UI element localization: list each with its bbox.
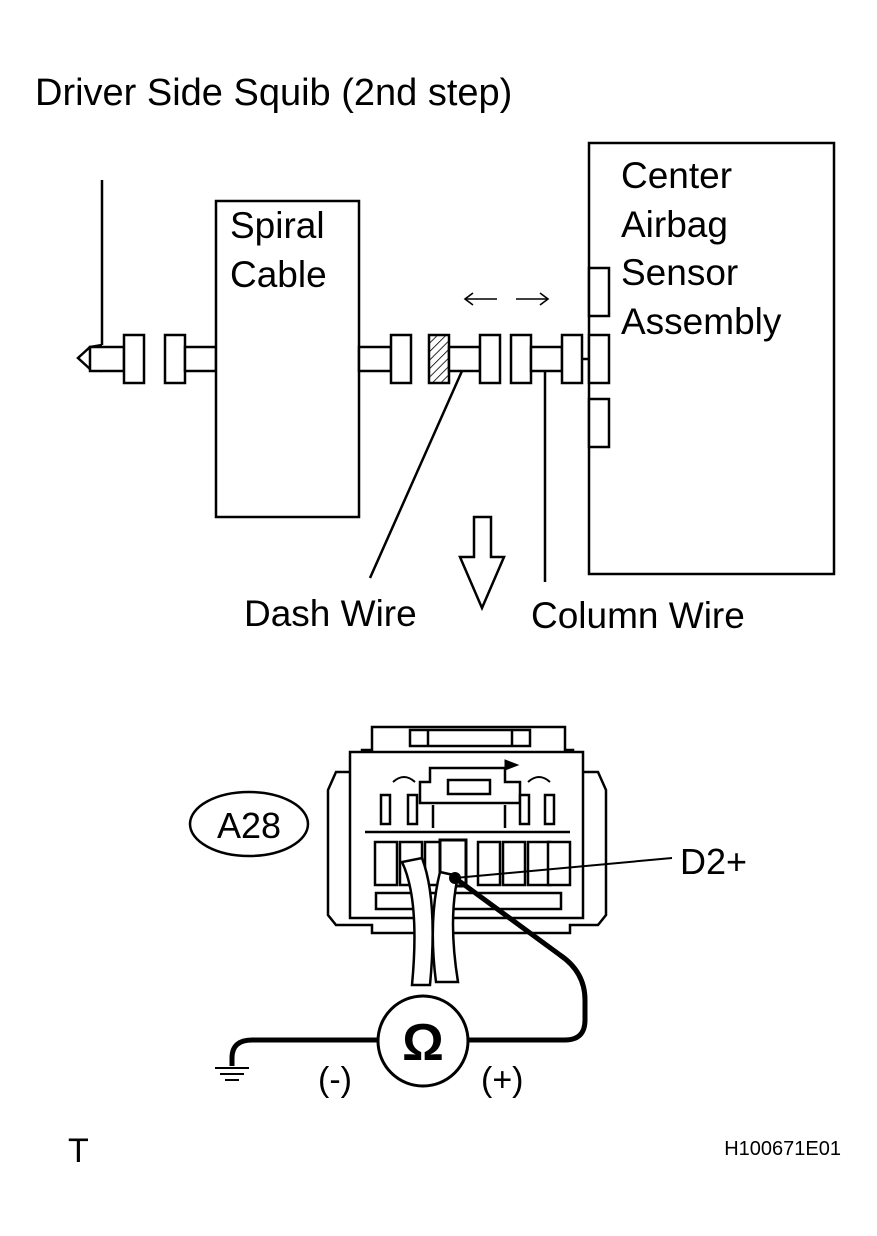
connector-lower-bar xyxy=(374,891,563,911)
spiral-cable-box xyxy=(214,199,361,519)
down-arrow-icon xyxy=(458,515,506,612)
harness-wires xyxy=(400,856,460,987)
plus-lead xyxy=(453,875,588,1043)
terminal-label: D2+ xyxy=(680,841,747,882)
figure-code: H100671E01 xyxy=(724,1138,841,1160)
spiral-input-connector xyxy=(163,333,187,385)
sensor-label-line4: Assembly xyxy=(621,301,782,342)
spiral-output-connector xyxy=(389,333,413,385)
column-wire-label: Column Wire xyxy=(531,595,745,636)
dash-wire-end-connector xyxy=(478,333,502,385)
sensor-connector-3 xyxy=(587,397,611,449)
left-right-arrows-icon xyxy=(463,292,550,306)
minus-probe-label: (-) xyxy=(318,1061,352,1099)
dash-wire-label: Dash Wire xyxy=(244,593,417,634)
sensor-label-line1: Center xyxy=(621,155,732,196)
ohm-icon: Ω xyxy=(402,1014,444,1072)
ohmmeter xyxy=(376,994,470,1088)
spiral-cable-label-line2: Cable xyxy=(230,254,327,295)
dash-wire-leader xyxy=(368,370,464,579)
column-wire-connector xyxy=(509,333,533,385)
spiral-cable-label-line1: Spiral xyxy=(230,205,325,246)
sensor-label-line3: Sensor xyxy=(621,252,738,293)
plus-probe-label: (+) xyxy=(481,1061,524,1099)
diagram-title: Driver Side Squib (2nd step) xyxy=(35,72,512,114)
ground-icon xyxy=(215,1067,249,1081)
d2-plus-leader xyxy=(454,857,673,879)
corner-mark: T xyxy=(68,1132,89,1170)
upper-schematic xyxy=(76,141,836,582)
sensor-label-line2: Airbag xyxy=(621,204,728,245)
connector-id-label: A28 xyxy=(217,805,281,846)
column-wire-end-connector xyxy=(560,333,584,385)
sensor-connector-1 xyxy=(587,266,611,318)
minus-lead xyxy=(229,1037,378,1066)
connector-latch xyxy=(408,728,532,748)
sensor-assembly-box xyxy=(587,141,836,576)
sensor-connector-2 xyxy=(587,333,611,385)
connector-a28 xyxy=(326,725,608,935)
squib-connector xyxy=(122,333,146,385)
connector-id-ellipse xyxy=(188,790,310,858)
dash-wire-connector xyxy=(427,333,451,385)
